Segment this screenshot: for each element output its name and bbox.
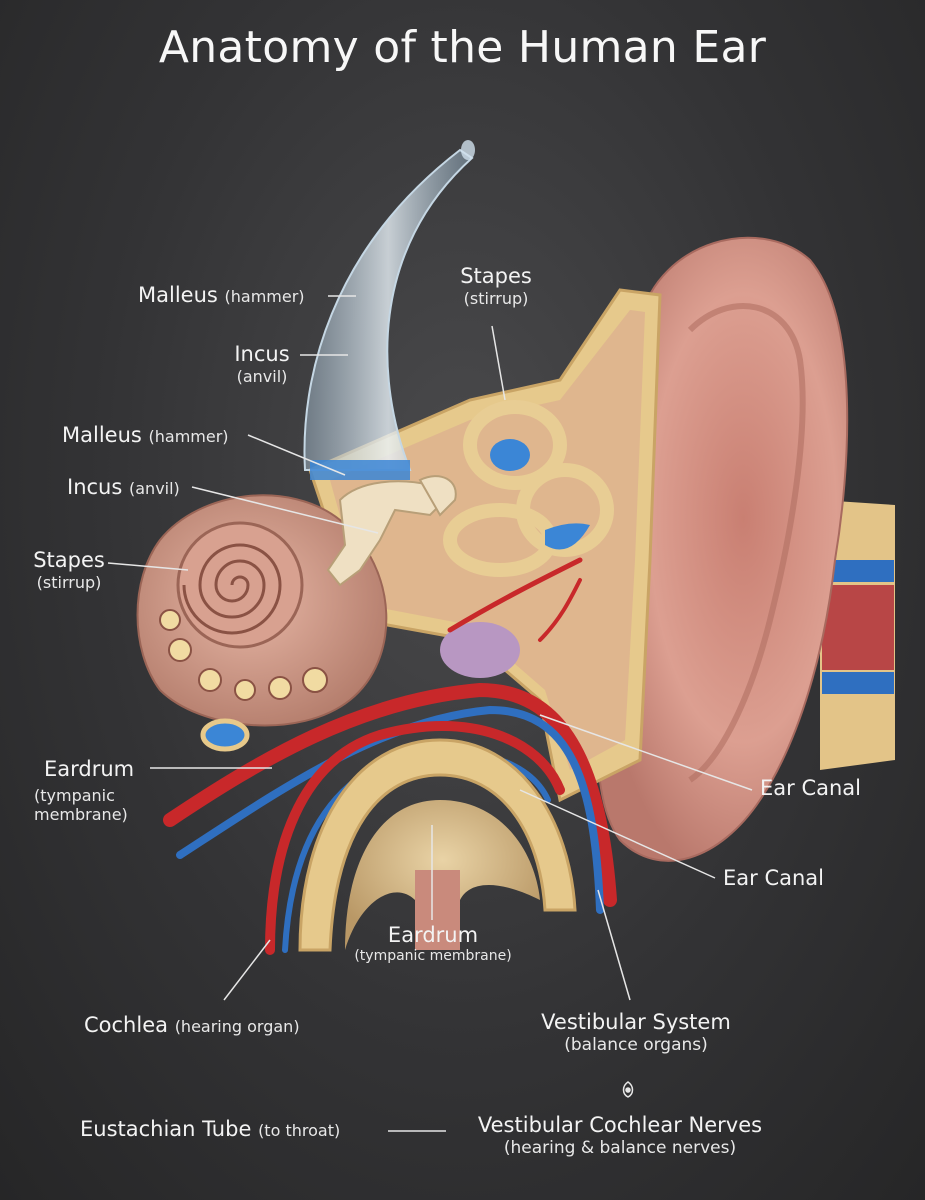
label-vestibular-cochlear-nerves: Vestibular Cochlear Nerves (hearing & ba… [452,1113,788,1159]
label-cochlea: Cochlea (hearing organ) [84,1013,300,1038]
ornament-icon [624,1082,633,1097]
label-malleus-top: Malleus (hammer) [138,283,305,308]
label-incus-top: Incus (anvil) [226,342,298,386]
label-vestibular-system: Vestibular System (balance organs) [520,1010,752,1056]
label-stapes-left: Stapes (stirrup) [26,548,112,592]
label-ear-canal-2: Ear Canal [723,866,824,891]
label-ear-canal-1: Ear Canal [760,776,861,801]
label-eardrum-left: Eardrum (tympanic membrane) [34,757,134,825]
label-eardrum-center: Eardrum (tympanic membrane) [336,923,530,965]
label-eustachian-tube: Eustachian Tube (to throat) [80,1117,340,1142]
label-stapes-top: Stapes (stirrup) [450,264,542,308]
label-malleus-mid: Malleus (hammer) [62,423,229,448]
label-incus-mid: Incus (anvil) [67,475,180,500]
